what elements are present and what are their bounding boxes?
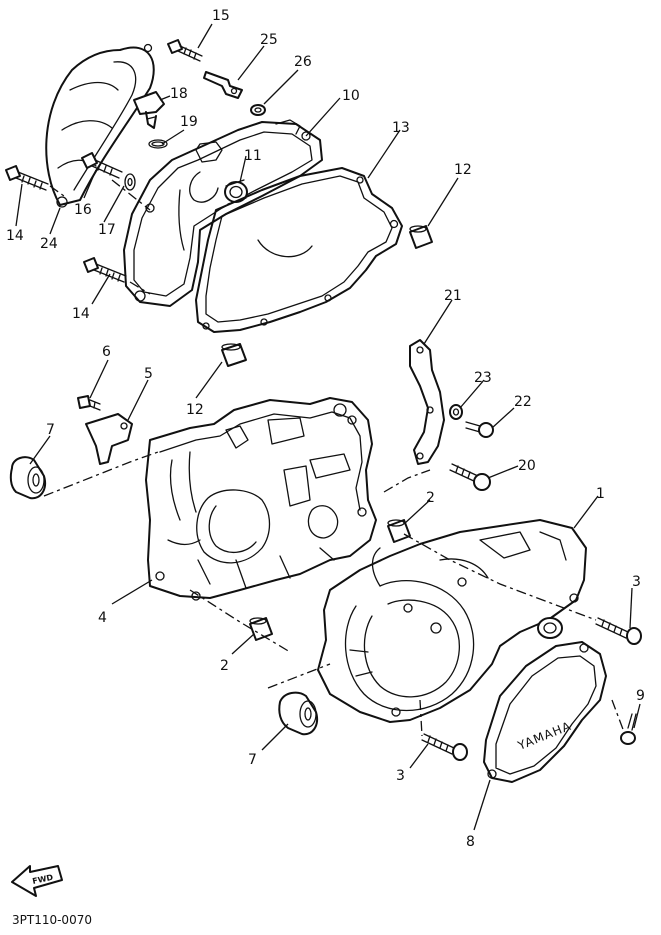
callout-2-lower: 2 <box>220 658 229 674</box>
callout-25: 25 <box>260 32 278 48</box>
part-bracket-5 <box>85 413 133 465</box>
part-dowel-2-lower <box>249 617 273 641</box>
callout-19: 19 <box>180 114 198 130</box>
fwd-arrow-icon: FWD <box>11 865 63 897</box>
callout-14-upper: 14 <box>6 228 24 244</box>
part-inner-cover-10 <box>123 119 323 307</box>
part-right-crankcase-1 <box>317 519 587 723</box>
part-screw-9 <box>620 713 637 745</box>
callout-22: 22 <box>514 394 532 410</box>
leader-lines <box>15 23 641 831</box>
part-dowel-12-mid <box>221 343 247 367</box>
part-bolt-20 <box>449 463 491 491</box>
callout-17: 17 <box>98 222 116 238</box>
part-bolt-14-upper <box>5 165 49 191</box>
part-bolt-6 <box>77 395 101 411</box>
callout-11: 11 <box>244 148 262 164</box>
part-washer-23 <box>449 404 463 420</box>
part-bracket-21 <box>409 339 445 465</box>
part-bolt-15 <box>167 39 203 62</box>
callout-labels: 1 2 2 3 3 4 5 6 7 7 8 9 10 11 12 12 13 1… <box>6 8 645 850</box>
part-bearing-7-upper <box>9 456 46 500</box>
callout-9: 9 <box>636 688 645 704</box>
part-bolt-3-right <box>595 617 642 645</box>
part-dowel-2-upper <box>387 519 411 543</box>
callout-18: 18 <box>170 86 188 102</box>
callout-14-lower: 14 <box>72 306 90 322</box>
part-bolt-14-lower <box>83 257 127 283</box>
part-bolt-16 <box>81 152 123 179</box>
part-bolt-22 <box>465 421 494 438</box>
part-oring-19 <box>148 139 168 149</box>
callout-5: 5 <box>144 366 153 382</box>
callout-23: 23 <box>474 370 492 386</box>
assembly-lines <box>43 179 625 737</box>
callout-10: 10 <box>342 88 360 104</box>
callout-12-top: 12 <box>454 162 472 178</box>
fwd-arrow-label: FWD <box>32 873 55 886</box>
callout-21: 21 <box>444 288 462 304</box>
callout-8: 8 <box>466 834 475 850</box>
part-dowel-12-top <box>409 225 433 249</box>
part-shield-plate <box>45 43 155 208</box>
part-sensor-18 <box>133 91 165 129</box>
callout-7-upper: 7 <box>46 422 55 438</box>
callout-4: 4 <box>98 610 107 626</box>
part-washer-17 <box>124 173 136 191</box>
callout-16: 16 <box>74 202 92 218</box>
callout-1: 1 <box>596 486 605 502</box>
callout-20: 20 <box>518 458 536 474</box>
part-nut-26 <box>250 104 266 116</box>
callout-24: 24 <box>40 236 58 252</box>
part-bearing-7-lower <box>278 691 318 736</box>
part-gasket-13 <box>195 167 403 333</box>
callout-3-right: 3 <box>632 574 641 590</box>
callout-2-upper: 2 <box>426 490 435 506</box>
callout-13: 13 <box>392 120 410 136</box>
callout-6: 6 <box>102 344 111 360</box>
part-bolt-3-lower <box>421 733 468 761</box>
callout-26: 26 <box>294 54 312 70</box>
drawing-code: 3PT110-0070 <box>12 913 92 927</box>
callout-15: 15 <box>212 8 230 24</box>
part-left-crankcase-4 <box>145 397 377 601</box>
part-magneto-cover-8: YAMAHA <box>483 641 607 783</box>
part-bracket-25 <box>203 71 243 99</box>
callout-12-mid: 12 <box>186 402 204 418</box>
callout-3-lower: 3 <box>396 768 405 784</box>
callout-7-lower: 7 <box>248 752 257 768</box>
